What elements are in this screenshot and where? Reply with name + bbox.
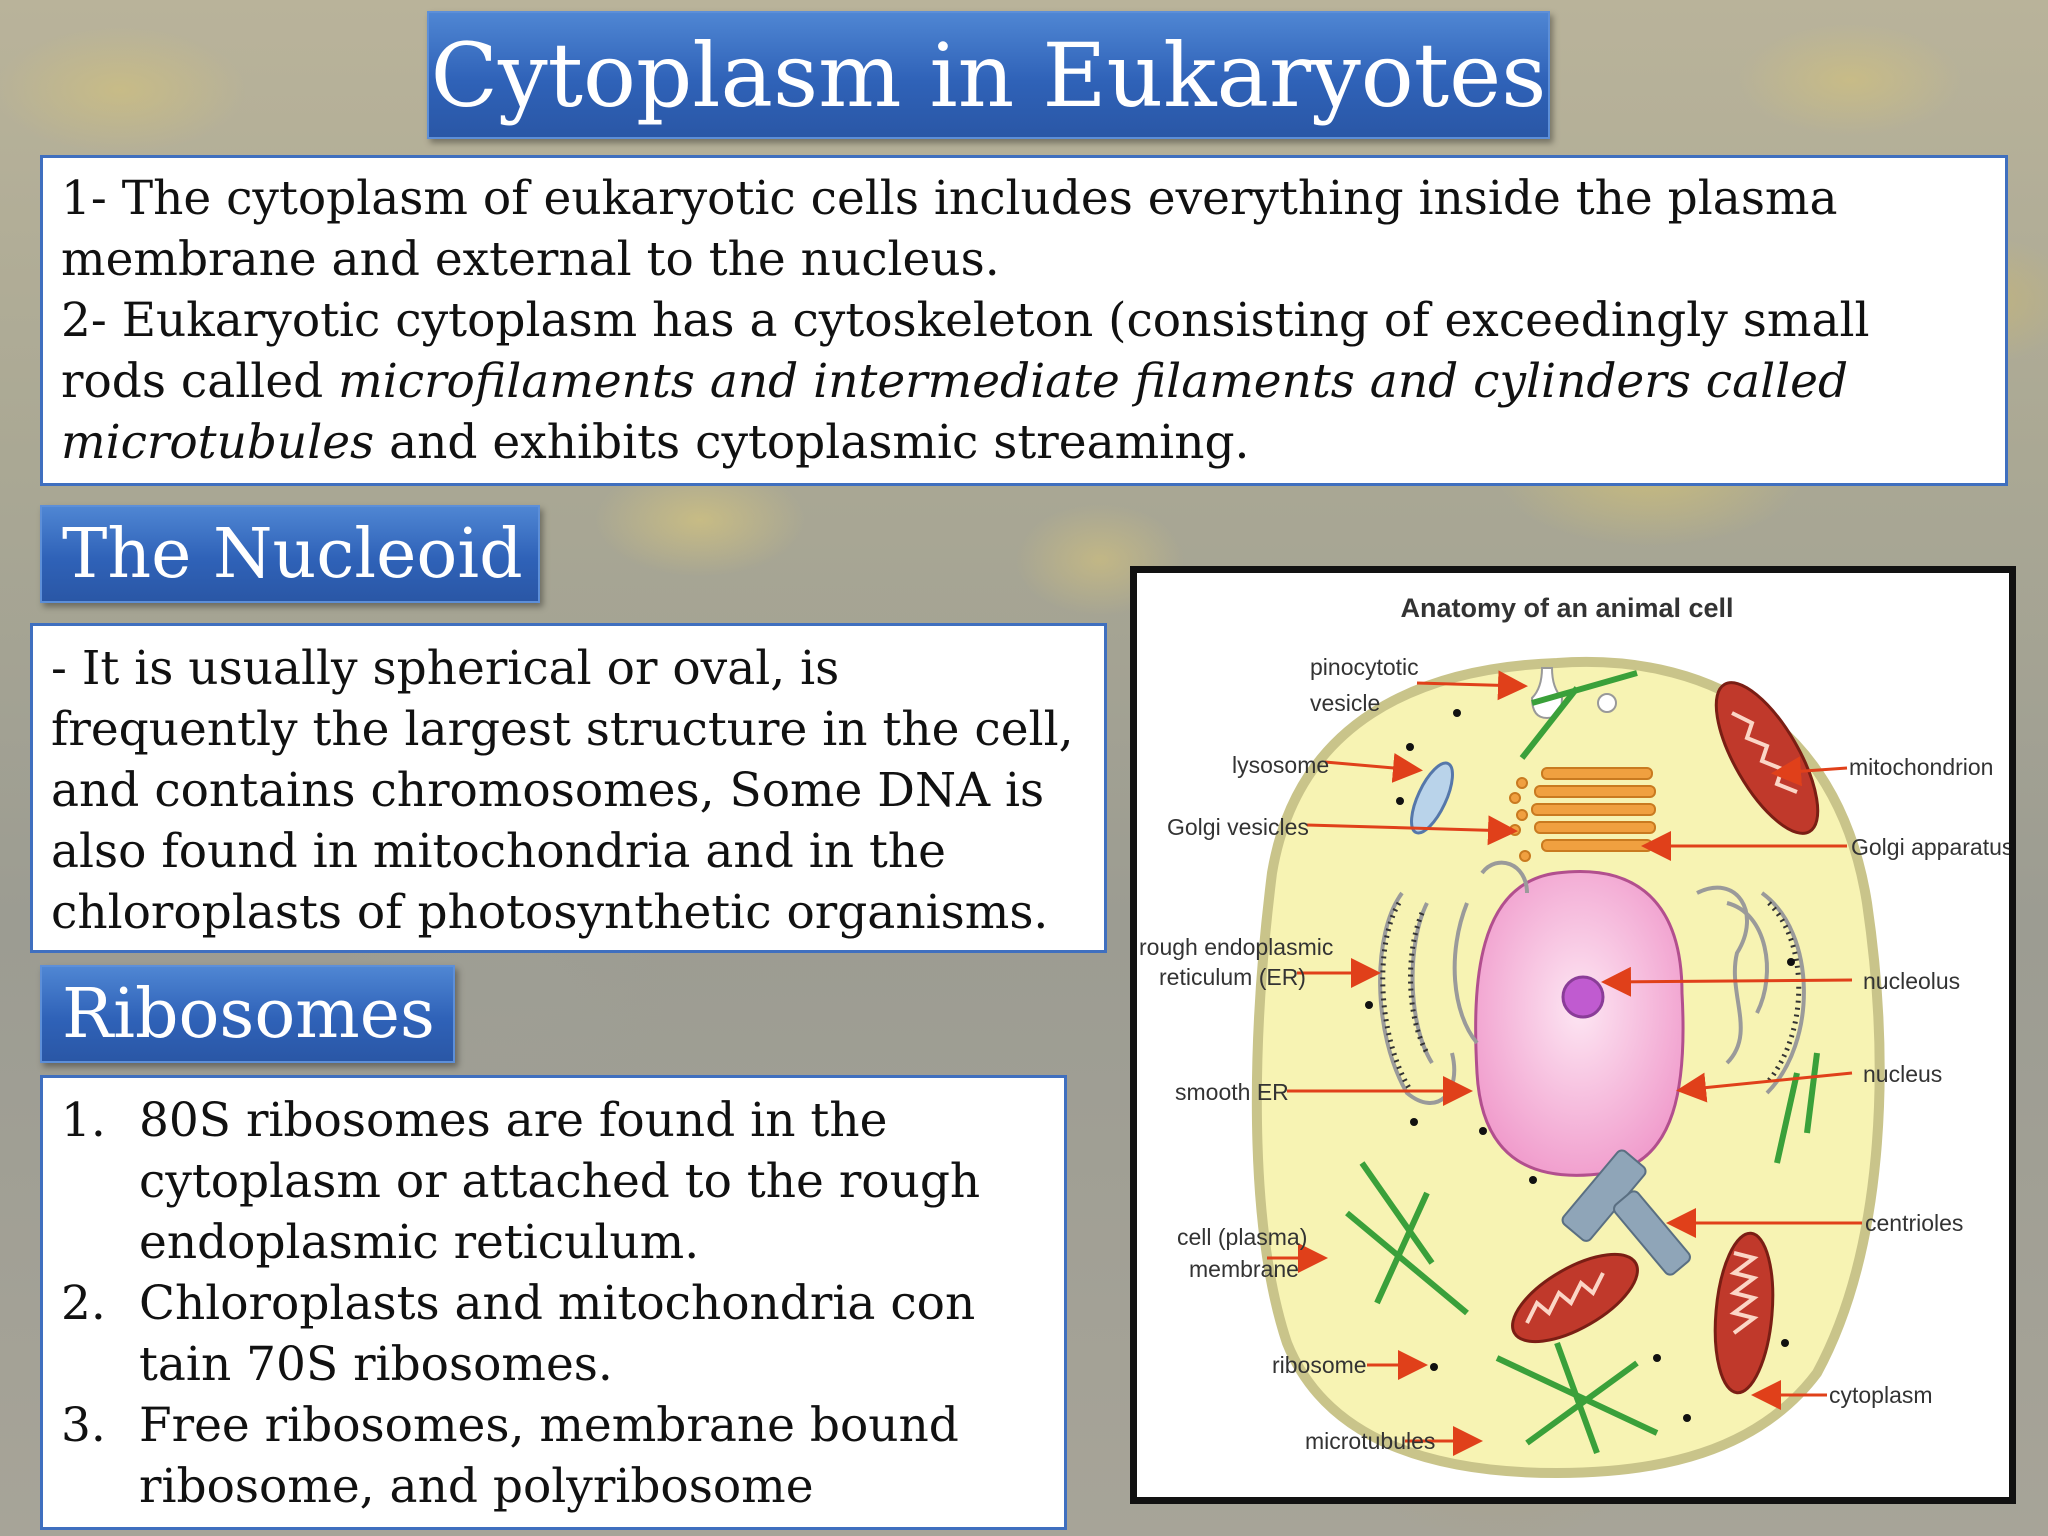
label-pinocytotic-1: pinocytotic	[1310, 654, 1419, 680]
microtubules	[1345, 670, 1820, 1455]
label-cytoplasm: cytoplasm	[1829, 1382, 1933, 1408]
ribosomes-text-box: 1. 80S ribosomes are found in the cytopl…	[40, 1075, 1067, 1530]
label-nucleus: nucleus	[1863, 1061, 1942, 1087]
label-rough-er-1: rough endoplasmic	[1139, 934, 1333, 960]
list-item-text: Free ribosomes, membrane bound ribosome,…	[139, 1398, 959, 1514]
list-item-number: 1.	[61, 1093, 106, 1148]
list-item: 2. Chloroplasts and mitochondria con tai…	[61, 1273, 1046, 1395]
page-title: Cytoplasm in Eukaryotes	[427, 11, 1550, 139]
rough-er-ribosomes	[1380, 901, 1430, 1090]
smooth-er-ribosomes	[1765, 901, 1802, 1085]
intro-point-1: 1- The cytoplasm of eukaryotic cells inc…	[61, 171, 1838, 287]
label-rough-er-2: reticulum (ER)	[1159, 964, 1306, 990]
label-microtubules: microtubules	[1305, 1428, 1435, 1454]
nucleus	[1474, 870, 1685, 1177]
label-golgi-vesicles: Golgi vesicles	[1167, 814, 1309, 840]
golgi-apparatus	[1509, 767, 1656, 862]
animal-cell-svg: Anatomy of an animal cell	[1139, 593, 2009, 1479]
label-smooth-er: smooth ER	[1175, 1079, 1289, 1105]
list-item-text: Chloroplasts and mitochondria con tain 7…	[139, 1276, 976, 1392]
nucleoid-heading: The Nucleoid	[40, 505, 540, 603]
nucleoid-text: - It is usually spherical or oval, is fr…	[51, 641, 1074, 940]
smooth-er	[1696, 885, 1806, 1095]
label-pinocytotic-2: vesicle	[1310, 690, 1380, 716]
label-lysosome: lysosome	[1232, 752, 1329, 778]
list-item-number: 3.	[61, 1398, 106, 1453]
nucleoid-heading-text: The Nucleoid	[62, 514, 523, 594]
ribosomes-heading-text: Ribosomes	[62, 974, 435, 1054]
label-ribosome: ribosome	[1272, 1352, 1367, 1378]
intro-point-2-italic: microfilaments and intermediate filament…	[61, 354, 1849, 470]
animal-cell-diagram: Anatomy of an animal cell	[1130, 566, 2016, 1504]
list-item: 1. 80S ribosomes are found in the cytopl…	[61, 1090, 1046, 1273]
ribosomes-heading: Ribosomes	[40, 965, 455, 1063]
label-arrows	[1267, 670, 1862, 1456]
nucleolus	[1561, 975, 1605, 1019]
label-mitochondrion: mitochondrion	[1849, 754, 1993, 780]
intro-point-2-suffix: and exhibits cytoplasmic streaming.	[374, 415, 1250, 470]
label-golgi-apparatus: Golgi apparatus	[1851, 834, 2009, 860]
lysosome	[1410, 761, 1454, 835]
intro-point-2-prefix: 2- Eukaryotic cytoplasm has a cytoskelet…	[61, 293, 1870, 409]
label-centrioles: centrioles	[1865, 1210, 1963, 1236]
centrioles	[1561, 1149, 1691, 1276]
list-item-number: 2.	[61, 1276, 106, 1331]
label-cell-membrane-1: cell (plasma)	[1177, 1224, 1307, 1250]
label-cell-membrane-2: membrane	[1189, 1256, 1299, 1282]
diagram-title: Anatomy of an animal cell	[1400, 593, 1733, 623]
list-item: 3. Free ribosomes, membrane bound riboso…	[61, 1395, 1046, 1517]
label-nucleolus: nucleolus	[1863, 968, 1960, 994]
nucleoid-text-box: - It is usually spherical or oval, is fr…	[30, 623, 1107, 953]
intro-point-2: 2- Eukaryotic cytoplasm has a cytoskelet…	[61, 290, 1987, 473]
free-ribosomes	[1365, 709, 1795, 1422]
mitochondria	[1511, 681, 1820, 1395]
page-title-text: Cytoplasm in Eukaryotes	[430, 23, 1547, 127]
pinocytotic-vesicle	[1530, 667, 1564, 720]
list-item-text: 80S ribosomes are found in the cytoplasm…	[139, 1093, 981, 1270]
ribosomes-list: 1. 80S ribosomes are found in the cytopl…	[61, 1090, 1046, 1517]
small-vesicle	[1597, 693, 1617, 713]
intro-text-box: 1- The cytoplasm of eukaryotic cells inc…	[40, 155, 2008, 486]
